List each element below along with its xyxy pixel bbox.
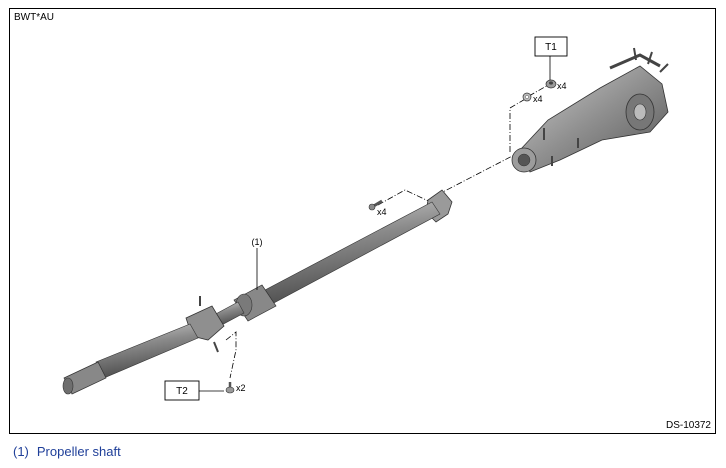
t1-nut [545, 79, 557, 89]
flange-bolt [368, 199, 383, 211]
t2-qty: x2 [236, 383, 246, 393]
t2-bolt [225, 382, 235, 394]
part-1-label: (1) [252, 237, 263, 247]
t2-callout: T2 [164, 380, 200, 401]
alignment-lines [225, 83, 551, 379]
washer-qty: x4 [533, 94, 543, 104]
t1-label: T1 [545, 42, 557, 53]
exploded-view-drawing: T1 x4 x4 x4 (1) T2 x2 [62, 36, 669, 401]
washer [522, 92, 532, 102]
caption-text: Propeller shaft [36, 444, 121, 459]
t2-label: T2 [176, 386, 188, 397]
figure-id-label: DS-10372 [665, 420, 711, 431]
caption-number: (1) [13, 444, 29, 459]
leader-lines [199, 56, 551, 392]
t1-callout: T1 [534, 36, 568, 57]
t1-nut-qty: x4 [557, 81, 567, 91]
rear-differential [511, 47, 669, 173]
bolt-qty: x4 [377, 207, 387, 217]
figure-code-label: BWT*AU [14, 12, 54, 23]
propeller-shaft [62, 189, 453, 395]
figure-caption: (1) Propeller shaft [13, 444, 121, 459]
